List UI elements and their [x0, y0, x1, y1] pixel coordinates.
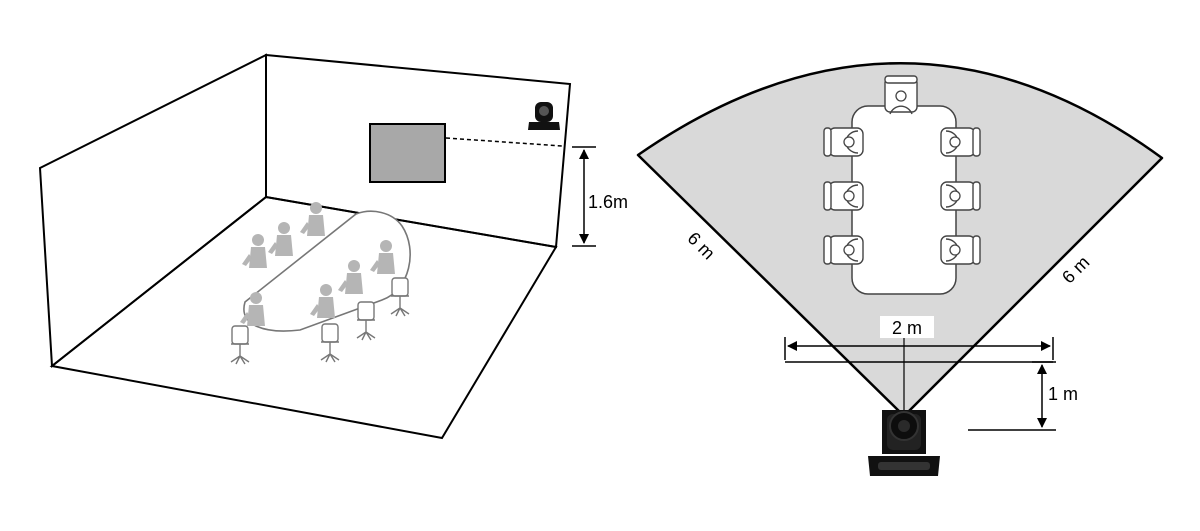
- room-walls: [38, 53, 572, 440]
- room-3d-view: 1.6m: [38, 53, 628, 440]
- left-seat: [823, 127, 864, 265]
- height-dimension: [572, 146, 596, 247]
- radius-left-label: 6 m: [684, 228, 719, 263]
- width-label: 2 m: [892, 318, 922, 338]
- wall-display-screen: [369, 123, 446, 183]
- camera-height-dashed-line: [445, 137, 563, 147]
- conference-table: [243, 210, 411, 332]
- right-seat: [940, 127, 981, 265]
- distance-label: 1 m: [1048, 384, 1078, 404]
- conference-table-group: [230, 202, 411, 365]
- distance-dimension: [968, 361, 1056, 431]
- height-label: 1.6m: [588, 192, 628, 212]
- coverage-top-view: 6 m 6 m 2 m 1 m: [636, 62, 1164, 476]
- width-dimension: [784, 316, 1054, 414]
- head-seat: [884, 75, 918, 115]
- ptz-camera-icon: [868, 410, 940, 476]
- ptz-camera-mini-icon: [528, 102, 560, 130]
